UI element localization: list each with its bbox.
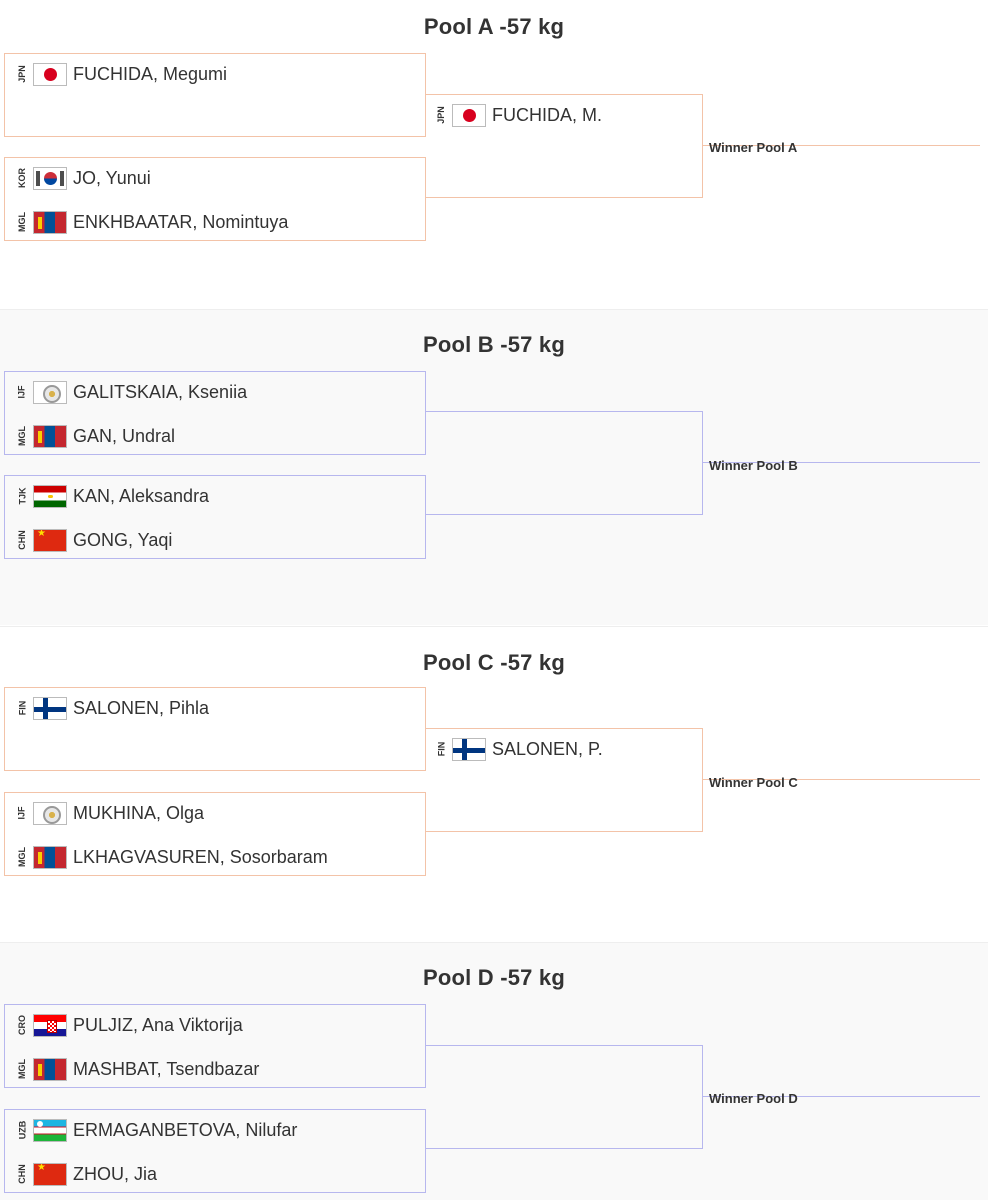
country-code: MGL	[17, 426, 27, 446]
competitor-slot[interactable]: CHN ZHOU, Jia	[15, 1157, 157, 1191]
pool-title: Pool D -57 kg	[423, 965, 565, 990]
winner-label: Winner Pool C	[709, 775, 798, 790]
final-bracket	[426, 1045, 703, 1149]
competitor-slot[interactable]: CHN GONG, Yaqi	[15, 523, 172, 557]
country-code: FIN	[436, 741, 446, 757]
winner-label: Winner Pool A	[709, 140, 798, 155]
flag-chn-icon	[33, 1162, 67, 1186]
match-box: IJF GALITSKAIA, Kseniia MGL GAN, Undral	[4, 371, 426, 455]
competitor-name[interactable]: LKHAGVASUREN, Sosorbaram	[73, 846, 328, 867]
country-code: TJK	[17, 487, 28, 505]
flag-mgl-icon	[33, 210, 67, 234]
country-code: MGL	[17, 1059, 27, 1079]
country-code: CRO	[17, 1015, 27, 1035]
competitor-name[interactable]: KAN, Aleksandra	[73, 485, 210, 506]
flag-uzb-icon	[33, 1118, 67, 1142]
competitor-slot[interactable]: TJK KAN, Aleksandra	[15, 479, 209, 513]
flag-fin-icon	[33, 696, 67, 720]
country-code: FIN	[17, 700, 27, 716]
pool-b: Pool B -57 kg IJF GALITSKAIA, Kseniia MG…	[0, 309, 988, 625]
competitor-name[interactable]: JO, Yunui	[73, 167, 151, 188]
country-code: JPN	[436, 106, 447, 124]
match-box: CRO PULJIZ, Ana Viktorija MGL MASHBAT, T…	[4, 1004, 426, 1088]
country-code: UZB	[17, 1120, 27, 1140]
flag-ijf-icon	[33, 380, 67, 404]
match-box: KOR JO, Yunui MGL ENKHBAATAR, Nomintuya	[4, 157, 426, 241]
competitor-slot[interactable]: MGL ENKHBAATAR, Nomintuya	[15, 205, 288, 239]
match-box: JPN FUCHIDA, Megumi	[4, 53, 426, 137]
final-bracket: FIN SALONEN, P.	[426, 728, 703, 832]
country-code: IJF	[16, 385, 27, 399]
winner-line	[703, 1096, 980, 1097]
pool-title: Pool C -57 kg	[423, 650, 565, 675]
competitor-name[interactable]: FUCHIDA, M.	[492, 104, 602, 125]
competitor-slot[interactable]: UZB ERMAGANBETOVA, Nilufar	[15, 1113, 297, 1147]
country-code: JPN	[17, 65, 28, 83]
flag-jpn-icon	[452, 103, 486, 127]
country-code: CHN	[17, 530, 27, 550]
competitor-slot[interactable]: IJF MUKHINA, Olga	[15, 796, 204, 830]
pool-d: Pool D -57 kg CRO PULJIZ, Ana Viktorija …	[0, 942, 988, 1200]
flag-cro-icon	[33, 1013, 67, 1037]
flag-mgl-icon	[33, 845, 67, 869]
match-box: IJF MUKHINA, Olga MGL LKHAGVASUREN, Soso…	[4, 792, 426, 876]
competitor-slot[interactable]: FIN SALONEN, Pihla	[15, 691, 209, 725]
flag-kor-icon	[33, 166, 67, 190]
match-box: TJK KAN, Aleksandra CHN GONG, Yaqi	[4, 475, 426, 559]
flag-ijf-icon	[33, 801, 67, 825]
competitor-slot[interactable]: JPN FUCHIDA, M.	[434, 98, 602, 132]
winner-line	[703, 462, 980, 463]
pool-title: Pool B -57 kg	[423, 332, 565, 357]
competitor-slot[interactable]: CRO PULJIZ, Ana Viktorija	[15, 1008, 243, 1042]
competitor-slot[interactable]: IJF GALITSKAIA, Kseniia	[15, 375, 247, 409]
match-box: FIN SALONEN, Pihla	[4, 687, 426, 771]
pool-a: Pool A -57 kg JPN FUCHIDA, Megumi KOR JO…	[0, 0, 988, 316]
country-code: KOR	[17, 168, 27, 188]
competitor-name[interactable]: PULJIZ, Ana Viktorija	[73, 1014, 243, 1035]
flag-mgl-icon	[33, 424, 67, 448]
winner-line	[703, 145, 980, 146]
flag-jpn-icon	[33, 62, 67, 86]
flag-mgl-icon	[33, 1057, 67, 1081]
competitor-name[interactable]: MUKHINA, Olga	[73, 802, 205, 823]
flag-fin-icon	[452, 737, 486, 761]
final-bracket	[426, 411, 703, 515]
competitor-name[interactable]: ENKHBAATAR, Nomintuya	[73, 211, 289, 232]
country-code: CHN	[17, 1164, 27, 1184]
competitor-name[interactable]: SALONEN, Pihla	[73, 697, 210, 718]
country-code: MGL	[17, 847, 27, 867]
competitor-slot[interactable]: MGL MASHBAT, Tsendbazar	[15, 1052, 259, 1086]
competitor-name[interactable]: MASHBAT, Tsendbazar	[73, 1058, 260, 1079]
pool-title: Pool A -57 kg	[423, 14, 565, 39]
competitor-name[interactable]: ZHOU, Jia	[73, 1163, 158, 1184]
winner-label: Winner Pool B	[709, 458, 798, 473]
competitor-name[interactable]: FUCHIDA, Megumi	[73, 63, 228, 84]
country-code: MGL	[17, 212, 27, 232]
winner-line	[703, 779, 980, 780]
competitor-slot[interactable]: MGL LKHAGVASUREN, Sosorbaram	[15, 840, 328, 874]
flag-tjk-icon	[33, 484, 67, 508]
competitor-name[interactable]: GALITSKAIA, Kseniia	[73, 381, 248, 402]
competitor-name[interactable]: GAN, Undral	[73, 425, 176, 446]
competitor-slot[interactable]: KOR JO, Yunui	[15, 161, 151, 195]
competitor-name[interactable]: SALONEN, P.	[492, 738, 603, 759]
competitor-slot[interactable]: MGL GAN, Undral	[15, 419, 175, 453]
winner-label: Winner Pool D	[709, 1091, 798, 1106]
pool-c: Pool C -57 kg FIN SALONEN, Pihla IJF MUK…	[0, 626, 988, 942]
match-box: UZB ERMAGANBETOVA, Nilufar CHN ZHOU, Jia	[4, 1109, 426, 1193]
country-code: IJF	[16, 806, 27, 820]
competitor-name[interactable]: GONG, Yaqi	[73, 529, 173, 550]
flag-chn-icon	[33, 528, 67, 552]
competitor-slot[interactable]: JPN FUCHIDA, Megumi	[15, 57, 227, 91]
competitor-name[interactable]: ERMAGANBETOVA, Nilufar	[73, 1119, 298, 1140]
competitor-slot[interactable]: FIN SALONEN, P.	[434, 732, 603, 766]
final-bracket: JPN FUCHIDA, M.	[426, 94, 703, 198]
